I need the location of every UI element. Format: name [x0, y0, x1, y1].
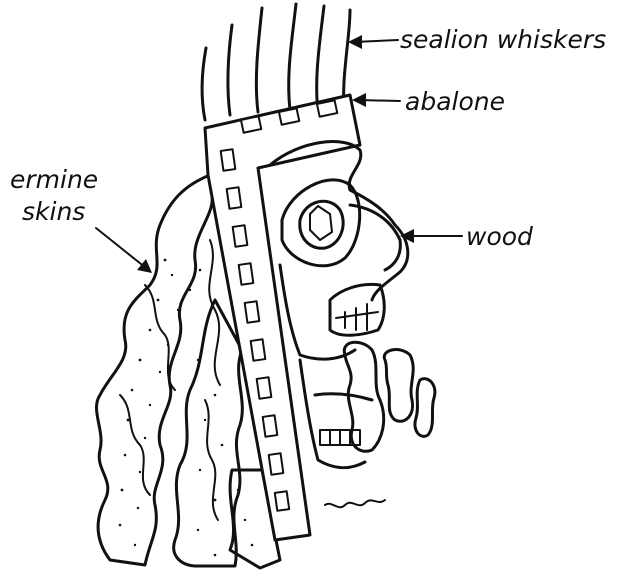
wood-label: wood: [466, 222, 533, 251]
ermine-label: ermine: [10, 165, 98, 194]
wood-arrow: [400, 229, 462, 243]
skins-label: skins: [22, 197, 85, 226]
abalone-label: abalone: [405, 87, 505, 116]
ermine-skins-arrow: [96, 228, 152, 273]
sealion-whiskers-label: sealion whiskers: [400, 25, 606, 54]
sealion-whiskers-arrow: [348, 35, 398, 49]
abalone-arrow: [352, 93, 400, 107]
